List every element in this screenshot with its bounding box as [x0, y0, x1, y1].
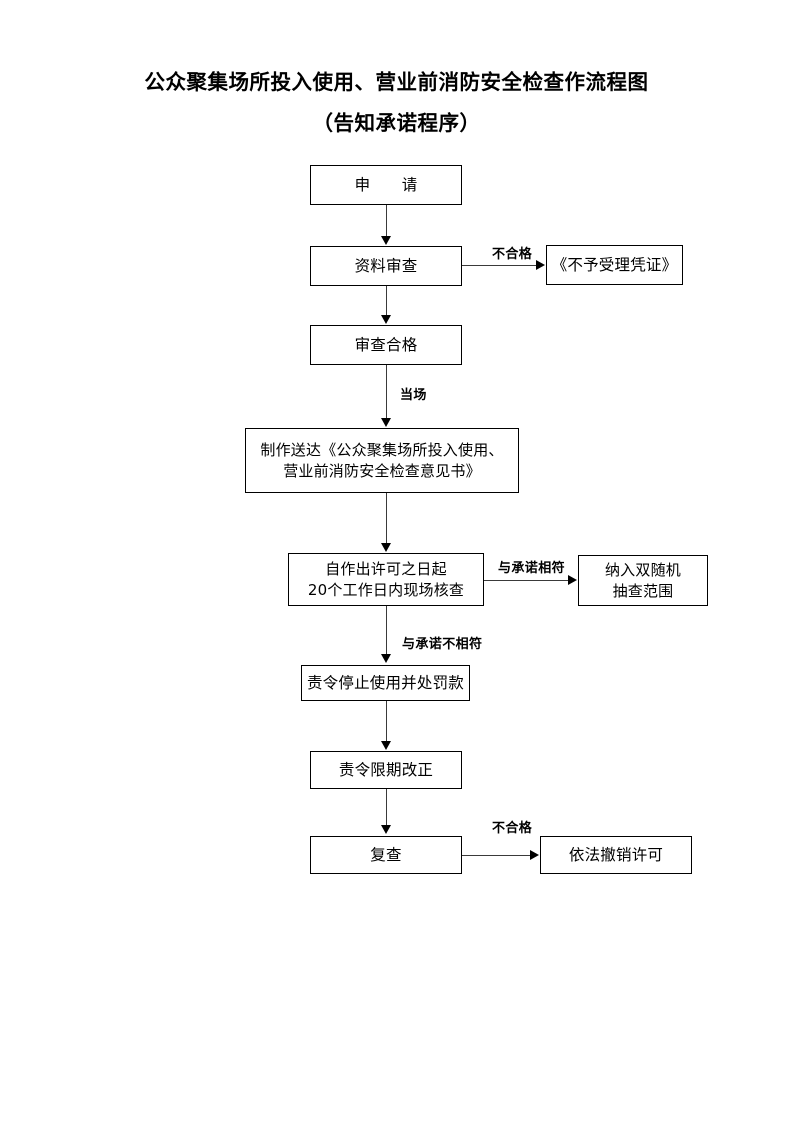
- edge-label-not-matches-commitment: 与承诺不相符: [402, 637, 483, 652]
- arrow-apply-to-doc-review: [380, 236, 391, 245]
- connector-onsite-check-to-random-pool: [484, 580, 568, 581]
- title-line-1: 公众聚集场所投入使用、营业前消防安全检查作流程图: [144, 70, 649, 94]
- edge-label-unqualified-2: 不合格: [492, 821, 533, 836]
- edge-label-on-the-spot: 当场: [400, 388, 427, 403]
- connector-issue-notice-to-onsite-check: [386, 493, 387, 544]
- connector-stop-and-fine-to-order-rectify: [386, 701, 387, 741]
- node-doc-review[interactable]: 资料审查: [310, 246, 462, 286]
- connector-doc-review-to-review-pass: [386, 286, 387, 316]
- node-stop-and-fine[interactable]: 责令停止使用并处罚款: [301, 665, 470, 701]
- arrow-recheck-to-revoke: [530, 849, 539, 860]
- arrow-onsite-check-to-random-pool: [568, 574, 577, 585]
- node-recheck[interactable]: 复查: [310, 836, 462, 874]
- node-apply[interactable]: 申 请: [310, 165, 462, 205]
- connector-onsite-check-to-stop-and-fine: [386, 606, 387, 654]
- arrow-issue-notice-to-onsite-check: [380, 543, 391, 552]
- node-revoke-permit[interactable]: 依法撤销许可: [540, 836, 692, 874]
- connector-doc-review-to-reject: [462, 265, 536, 266]
- page-title: 公众聚集场所投入使用、营业前消防安全检查作流程图 （告知承诺程序）: [0, 70, 793, 135]
- arrow-doc-review-to-review-pass: [380, 315, 391, 324]
- arrow-stop-and-fine-to-order-rectify: [380, 741, 391, 750]
- node-onsite-check[interactable]: 自作出许可之日起 20个工作日内现场核查: [288, 553, 484, 606]
- node-random-inspection-pool[interactable]: 纳入双随机 抽查范围: [578, 555, 708, 606]
- arrow-onsite-check-to-stop-and-fine: [380, 654, 391, 663]
- edge-label-unqualified-1: 不合格: [492, 247, 533, 262]
- connector-order-rectify-to-recheck: [386, 789, 387, 826]
- title-line-2: （告知承诺程序）: [312, 110, 481, 135]
- arrow-doc-review-to-reject: [536, 259, 545, 270]
- connector-apply-to-doc-review: [386, 205, 387, 237]
- arrow-order-rectify-to-recheck: [380, 825, 391, 834]
- edge-label-matches-commitment: 与承诺相符: [498, 561, 566, 576]
- node-issue-notice[interactable]: 制作送达《公众聚集场所投入使用、 营业前消防安全检查意见书》: [245, 428, 519, 493]
- connector-recheck-to-revoke: [462, 855, 530, 856]
- arrow-review-pass-to-issue-notice: [380, 418, 391, 427]
- node-review-pass[interactable]: 审查合格: [310, 325, 462, 365]
- node-order-rectify[interactable]: 责令限期改正: [310, 751, 462, 789]
- node-reject-certificate[interactable]: 《不予受理凭证》: [546, 245, 683, 285]
- connector-review-pass-to-issue-notice: [386, 365, 387, 419]
